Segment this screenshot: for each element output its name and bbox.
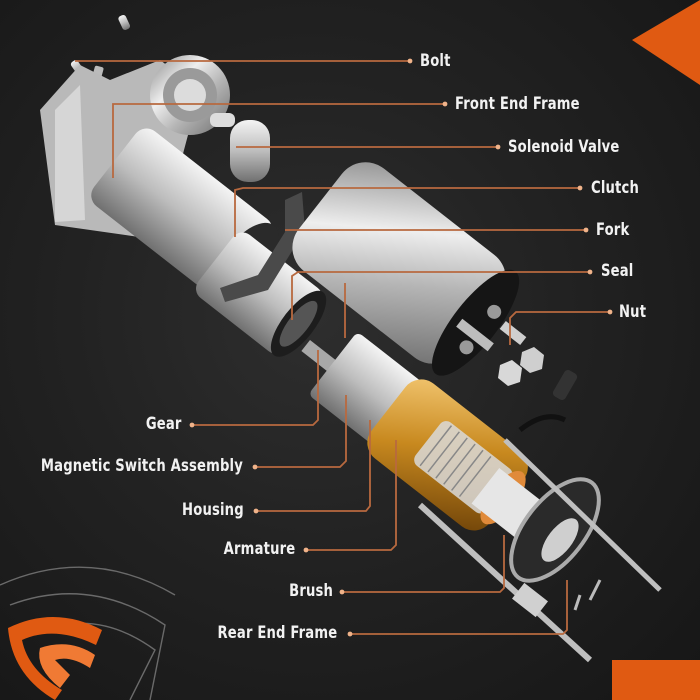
label-rear-end-frame: Rear End Frame [217,623,337,643]
corner-accent-top [632,0,700,85]
label-seal: Seal [601,261,634,281]
fork-part [220,192,305,302]
label-front-end-frame: Front End Frame [455,94,580,114]
label-bolt: Bolt [420,51,451,71]
rear-end-frame-part [417,369,662,663]
label-fork: Fork [596,220,630,240]
label-armature: Armature [223,539,295,559]
label-nut: Nut [619,302,647,322]
brand-shield-g-logo [8,616,102,700]
solenoid-part [292,162,520,376]
nut-parts [456,318,544,386]
leader-dots [189,58,613,637]
label-solenoid-valve: Solenoid Valve [508,137,620,157]
clutch-part [196,232,327,357]
label-clutch: Clutch [591,178,640,198]
leader-lines [75,60,610,635]
corner-accent-bottom [612,660,700,700]
label-magnetic-switch-assembly: Magnetic Switch Assembly [40,456,243,476]
label-gear: Gear [146,414,182,434]
label-housing: Housing [182,500,244,520]
label-brush: Brush [289,581,333,601]
